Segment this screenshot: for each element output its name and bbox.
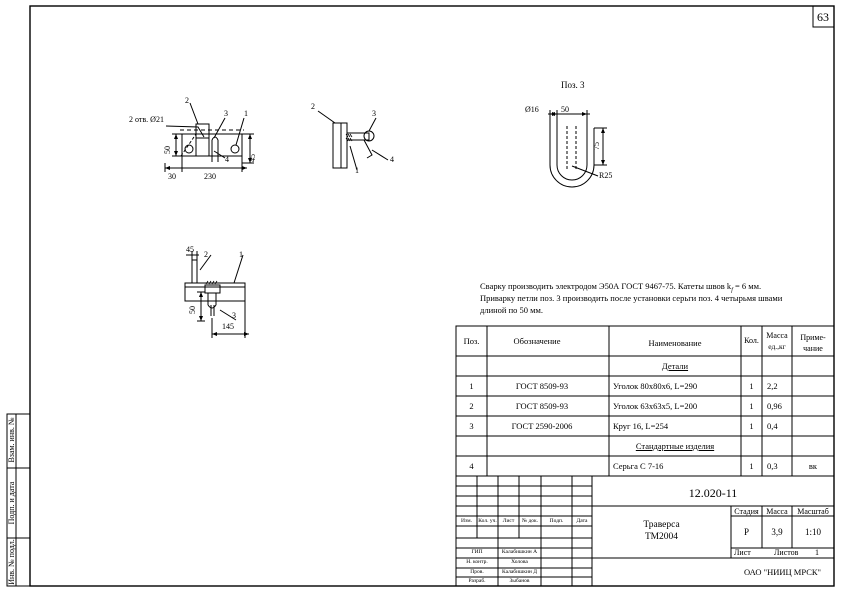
spec-cell-pos: 3	[469, 421, 474, 431]
detail-title: Поз. 3	[561, 80, 585, 90]
scale-value: 1:10	[804, 527, 821, 537]
front-pos-4: 4	[225, 155, 229, 164]
col-list: Лист	[502, 518, 515, 524]
spec-cell-name: Серьга С 7-16	[613, 461, 664, 471]
role-person: Зыбанов	[509, 578, 530, 584]
top-pos-2: 2	[204, 250, 208, 259]
top-dim-50: 50	[188, 306, 197, 314]
spec-cell-name: Круг 16, L=254	[613, 421, 669, 431]
spec-header-name: Наименование	[648, 338, 702, 348]
top-pos-3: 3	[232, 311, 236, 320]
spec-cell-qty: 1	[749, 381, 754, 391]
front-pos-1: 1	[244, 109, 248, 118]
role-name: ГИП	[471, 549, 483, 555]
spec-section-standard: Стандартные изделия	[635, 441, 715, 451]
detail-dim-50: 50	[561, 105, 569, 114]
spec-cell-mass: 0,4	[767, 421, 778, 431]
note-line-3: длиной по 50 мм.	[480, 305, 544, 315]
mass-label: Масса	[766, 507, 788, 516]
drawing-name-2: ТМ2004	[644, 532, 679, 542]
side-pos-3: 3	[372, 109, 376, 118]
front-pos-3: 3	[224, 109, 228, 118]
spec-cell-qty: 1	[749, 461, 754, 471]
sheets-label: Листов	[774, 548, 799, 557]
spec-header-note-2: чание	[803, 344, 823, 353]
front-dim-30: 30	[168, 172, 176, 181]
spec-cell-mass: 2,2	[767, 381, 778, 391]
role-name: Разраб.	[468, 578, 486, 584]
spec-cell-name: Уголок 63х63х5, L=200	[613, 401, 698, 411]
spec-cell-mass: 0,3	[767, 461, 778, 471]
detail-radius-r25: R25	[599, 171, 613, 180]
spec-cell-designation: ГОСТ 8509-93	[515, 401, 569, 411]
role-name: Пров.	[470, 569, 484, 575]
spec-header-mass-1: Масса	[766, 331, 788, 340]
mass-value: 3,9	[771, 527, 783, 537]
front-pos-2: 2	[185, 96, 189, 105]
spec-cell-designation: ГОСТ 2590-2006	[511, 421, 573, 431]
spec-cell-designation: ГОСТ 8509-93	[515, 381, 569, 391]
top-dim-145: 145	[222, 322, 234, 331]
col-data: Дата	[576, 518, 588, 524]
top-dim-45: 45	[186, 245, 194, 254]
sheets-value: 1	[815, 548, 819, 557]
spec-header-mass-2: ед.,кг	[768, 342, 786, 351]
spec-cell-pos: 1	[469, 381, 474, 391]
spec-cell-pos: 2	[469, 401, 474, 411]
stamp-inv-label: Инв. № подл.	[7, 539, 16, 585]
role-person: Калабишкин Д	[502, 569, 537, 575]
organization: ОАО "НИИЦ МРСК"	[743, 567, 822, 577]
detail-dim-75: 75	[592, 142, 601, 150]
detail-dim-d16: Ø16	[525, 105, 539, 114]
scale-label: Масштаб	[797, 507, 829, 516]
side-pos-1: 1	[355, 166, 359, 175]
stage-label: Стадия	[734, 507, 759, 516]
note-line-1: Сварку производить электродом Э50А ГОСТ …	[480, 281, 762, 294]
col-podp: Подп.	[549, 518, 564, 524]
front-hole-note: 2 отв. Ø21	[129, 115, 164, 124]
spec-cell-mass: 0,96	[767, 401, 782, 411]
drawing-code: 12.020-11	[688, 486, 738, 500]
side-pos-2: 2	[311, 102, 315, 111]
spec-cell-note: вк	[808, 461, 818, 471]
stage-value: Р	[743, 527, 749, 537]
spec-header-qty: Кол.	[744, 336, 759, 345]
role-person: Холова	[511, 559, 528, 565]
sheet-label: Лист	[734, 548, 751, 557]
spec-cell-qty: 1	[749, 401, 754, 411]
role-person: Калабишкин А	[501, 549, 538, 555]
spec-header-designation: Обозначение	[513, 336, 561, 346]
spec-section-details: Детали	[661, 361, 689, 371]
col-koluch: Кол. уч.	[478, 518, 497, 524]
drawing-name-1: Траверса	[643, 520, 680, 530]
col-ndok: № док.	[521, 518, 539, 524]
side-pos-4: 4	[390, 155, 394, 164]
top-pos-1: 1	[239, 250, 243, 259]
col-izm: Изм.	[461, 518, 472, 524]
role-name: Н. контр.	[466, 559, 488, 565]
sheet-number: 63	[817, 10, 829, 24]
front-dim-50: 50	[163, 146, 172, 154]
note-line-2: Приварку петли поз. 3 производить после …	[480, 293, 783, 303]
spec-cell-name: Уголок 80х80х6, L=290	[613, 381, 698, 391]
spec-cell-qty: 1	[749, 421, 754, 431]
spec-header-pos: Поз.	[463, 336, 480, 346]
spec-cell-pos: 4	[469, 461, 474, 471]
front-dim-45: 45	[248, 154, 257, 162]
spec-header-note-1: Приме-	[800, 333, 826, 342]
front-dim-230: 230	[204, 172, 216, 181]
